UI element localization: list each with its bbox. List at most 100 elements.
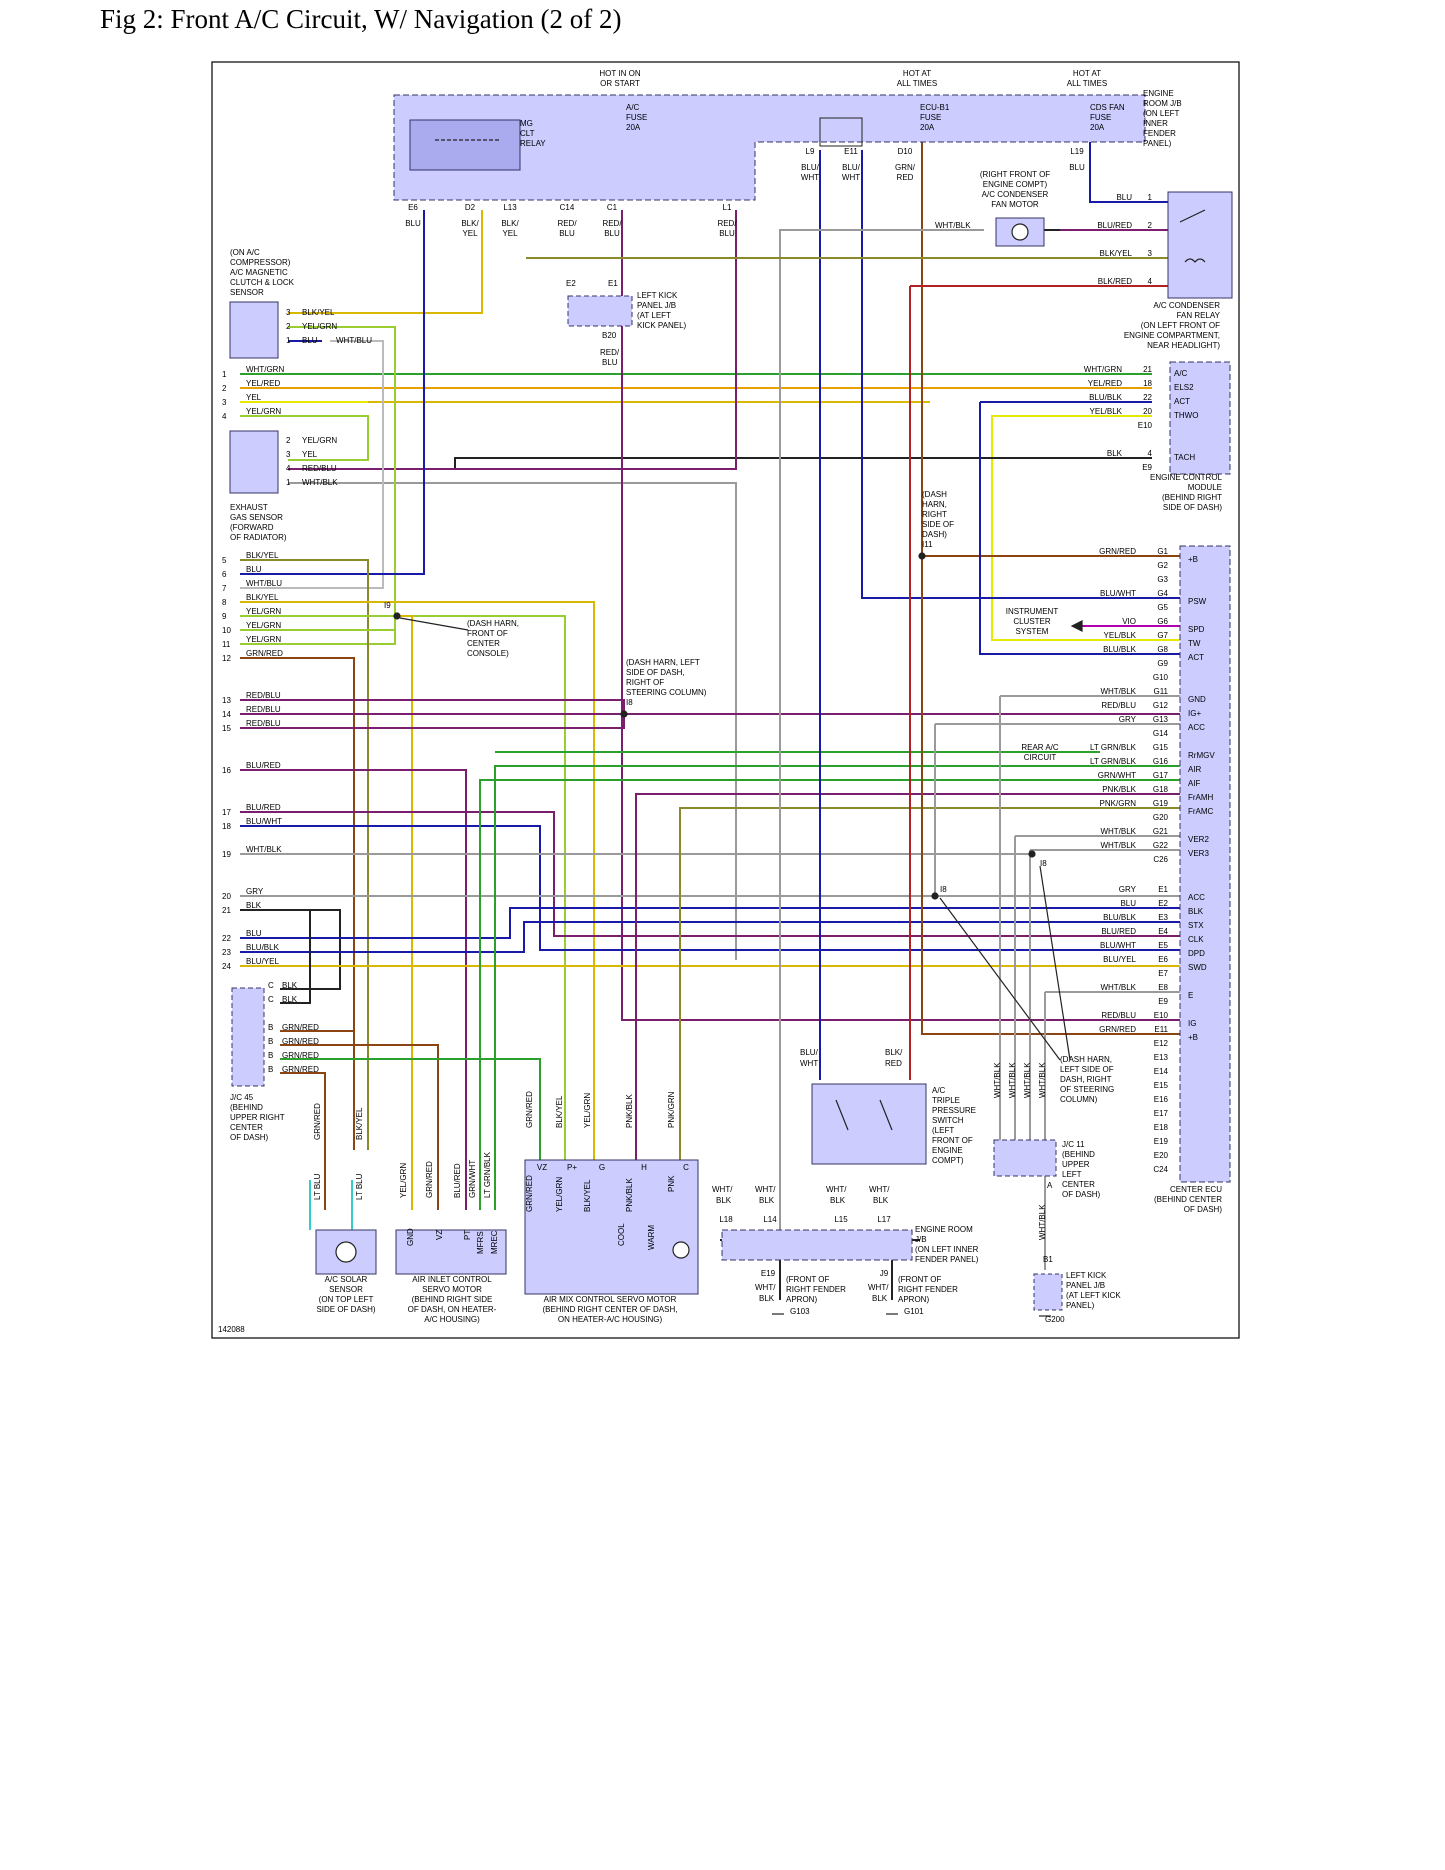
ac-fuse-label: FUSE — [626, 113, 647, 122]
center-ecu-label: CENTER ECU — [1170, 1185, 1222, 1194]
pin-number: 1 — [222, 370, 227, 379]
wire-color-label: YEL — [502, 229, 518, 238]
pin-number: G20 — [1153, 813, 1169, 822]
label: BLK — [759, 1294, 775, 1303]
pin-number: 3 — [286, 308, 291, 317]
pin-number: 1 — [286, 478, 291, 487]
pin-number: 7 — [222, 584, 227, 593]
wire-color-label: YEL/GRN — [555, 1177, 564, 1212]
triple-pressure-switch-label: A/C — [932, 1086, 946, 1095]
pin-number: 4 — [222, 412, 227, 421]
pin-number: G17 — [1153, 771, 1169, 780]
pin-number: 18 — [222, 822, 231, 831]
wire-color-label: YEL/GRN — [302, 322, 337, 331]
pin-number: C26 — [1153, 855, 1168, 864]
hot-on-start-label: HOT IN ON — [599, 69, 640, 78]
pin-number: 13 — [222, 696, 231, 705]
wire-color-label: WHT/BLK — [1100, 983, 1136, 992]
component-boxes — [229, 94, 1233, 1311]
wire-color-label: BLU — [1120, 899, 1136, 908]
wire-color-label: GRY — [1119, 885, 1137, 894]
ac-fuse-label: 20A — [626, 123, 641, 132]
dash-harn-center-label: FRONT OF — [467, 629, 508, 638]
cds-fan-fuse-label: FUSE — [1090, 113, 1111, 122]
label: B20 — [602, 331, 617, 340]
servo-motor-icon — [672, 1241, 690, 1259]
ac-condenser-fan-relay-label: (ON LEFT FRONT OF — [1141, 321, 1220, 330]
wire-color-label: LT BLU — [313, 1173, 322, 1200]
wire-color-label: GRN/RED — [525, 1175, 534, 1212]
splice-i8-right — [931, 892, 939, 900]
wire-color-label: BLK/YEL — [302, 308, 335, 317]
air-inlet-servo-label: OF DASH, ON HEATER- — [408, 1305, 497, 1314]
engine-room-jb-top-label: PANEL) — [1143, 139, 1172, 148]
wire-color-label: BLU — [1069, 163, 1085, 172]
wire-color-label: BLU — [405, 219, 421, 228]
ac-compressor-label: SENSOR — [230, 288, 264, 297]
wire-color-label: GRN/WHT — [468, 1160, 477, 1198]
pin-number: E6 — [1158, 955, 1168, 964]
terminal-label: VZ — [537, 1163, 547, 1172]
front-right-apron-2-label: RIGHT FENDER — [898, 1285, 958, 1294]
jc11-label: (BEHIND — [1062, 1150, 1095, 1159]
wire-color-label: BLU/ — [801, 163, 820, 172]
wire-color-label: BLU/WHT — [246, 817, 282, 826]
engine-room-jb-top-label: INNER — [1143, 119, 1168, 128]
pin-letter: B — [268, 1023, 273, 1032]
pin-number: G18 — [1153, 785, 1169, 794]
engine-control-module-label: MODULE — [1188, 483, 1222, 492]
label: WHT/ — [868, 1283, 889, 1292]
engine-room-jb-bottom-label: J/B — [915, 1235, 927, 1244]
ac-compressor-label: A/C MAGNETIC — [230, 268, 288, 277]
wire-color-label: GND — [406, 1228, 415, 1246]
wire-color-label: WHT/GRN — [246, 365, 284, 374]
diagram-frame — [211, 61, 1240, 1339]
wire-color-label: YEL/GRN — [302, 436, 337, 445]
wire-color-label: GRY — [1119, 715, 1137, 724]
dash-harn-steering-label: DASH, RIGHT — [1060, 1075, 1112, 1084]
dash-harn-steering-label: OF STEERING — [1060, 1085, 1114, 1094]
dash-harn-right-label: I11 — [922, 540, 933, 549]
triple-pressure-switch-label: PRESSURE — [932, 1106, 976, 1115]
wire-color-label: RED/BLU — [1101, 701, 1136, 710]
terminal-label: AIF — [1188, 779, 1201, 788]
fan-motor-icon — [1011, 223, 1029, 241]
left-kick-panel-jb-bottom-label: LEFT KICK — [1066, 1271, 1107, 1280]
wire-color-label: BLK/YEL — [1100, 249, 1133, 258]
wire-color-label: YEL/RED — [246, 379, 280, 388]
pin-number: G13 — [1153, 715, 1169, 724]
splice-i9 — [393, 612, 401, 620]
label: I8 — [940, 885, 947, 894]
pin-number: E10 — [1154, 1011, 1169, 1020]
pin-number: 4 — [286, 464, 291, 473]
wire-color-label: VIO — [1122, 617, 1136, 626]
exhaust-gas-sensor-label: OF RADIATOR) — [230, 533, 287, 542]
wire-color-label: BLU/RED — [246, 803, 281, 812]
pin-number: 21 — [222, 906, 231, 915]
terminal-label: VER2 — [1188, 835, 1209, 844]
wire-color-label: PNK/GRN — [667, 1091, 676, 1128]
wire-color-label: RED/BLU — [1101, 1011, 1136, 1020]
pin-number: 16 — [222, 766, 231, 775]
label: BLK — [759, 1196, 775, 1205]
dash-harn-center-label: (DASH HARN, — [467, 619, 519, 628]
pin-number: E18 — [1154, 1123, 1169, 1132]
front-right-apron-1-label: (FRONT OF — [786, 1275, 830, 1284]
pin-letter: B — [268, 1037, 273, 1046]
pin-number: G12 — [1153, 701, 1169, 710]
pin-number: 3 — [1148, 249, 1153, 258]
jc45-label: UPPER RIGHT — [230, 1113, 285, 1122]
wire-color-label: BLU — [1116, 193, 1132, 202]
wire-color-label: LT GRN/BLK — [1090, 743, 1137, 752]
triple-pressure-switch-label: ENGINE — [932, 1146, 963, 1155]
engine-room-jb-top-label: (ON LEFT — [1143, 109, 1180, 118]
ground-label: G103 — [790, 1307, 810, 1316]
connector-label: L17 — [877, 1215, 891, 1224]
terminal-label: +B — [1188, 1033, 1198, 1042]
triple-pressure-switch-label: (LEFT — [932, 1126, 954, 1135]
